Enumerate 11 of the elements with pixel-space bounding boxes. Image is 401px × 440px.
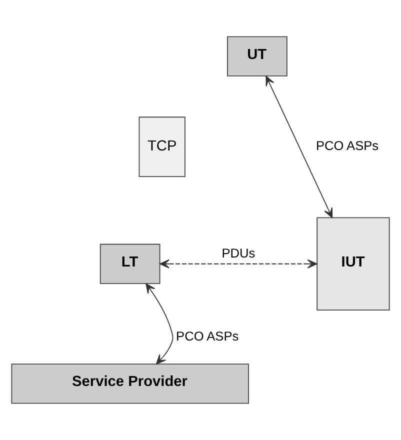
- node-box: Service Provider: [11, 364, 249, 404]
- edge-label: PDUs: [222, 246, 256, 261]
- node-box: UT: [227, 36, 288, 76]
- edge-label: PCO ASPs: [316, 138, 379, 154]
- arrow: [146, 283, 174, 364]
- arrow: [266, 76, 333, 218]
- node-box: TCP: [138, 116, 186, 178]
- edge-label: PCO ASPs: [176, 328, 239, 344]
- node-box: LT: [100, 244, 160, 284]
- node-box: IUT: [316, 217, 390, 311]
- arrow: [159, 259, 318, 268]
